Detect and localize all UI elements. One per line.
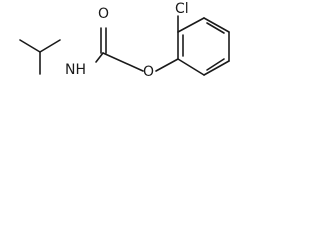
- bond-carbonyl-ester-oxygen: [102, 52, 144, 72]
- bond-nitrogen-carbonyl: [95, 52, 104, 63]
- structure-diagram: Cl NH O O: [19, 1, 230, 80]
- ring-double-bond-2: [206, 22, 225, 34]
- chlorine-label: Cl: [175, 1, 189, 17]
- ring-bond-2: [177, 17, 205, 33]
- ring-bond-6: [177, 58, 205, 76]
- bond-isopropyl-nitrogen: [39, 39, 61, 53]
- bond-ester-oxygen-ring: [155, 58, 179, 72]
- carbonyl-oxygen-label: O: [98, 6, 109, 22]
- ester-oxygen-label: O: [143, 64, 154, 80]
- ring-double-bond-3: [206, 58, 225, 71]
- ring-bond-3: [203, 17, 230, 33]
- nitrogen-hydrogen-label: NH: [65, 62, 86, 78]
- ring-bond-5: [203, 60, 230, 76]
- bond-methyl-top: [19, 39, 41, 53]
